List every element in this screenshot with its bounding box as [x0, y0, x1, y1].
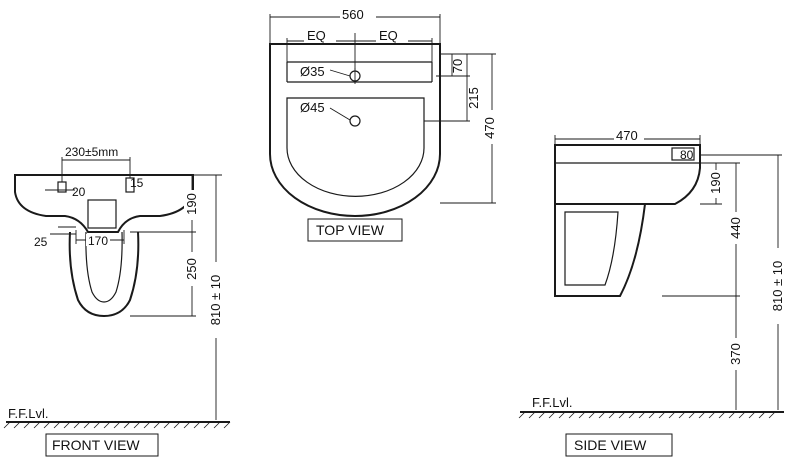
dim-560-label: 560: [342, 7, 364, 22]
side-view: 470 80 190 440 370 810 ± 10: [518, 128, 785, 457]
side-floor-label: F.F.Lvl.: [532, 395, 572, 410]
front-view-trap: [87, 199, 117, 229]
side-view-pedestal: [554, 203, 646, 297]
label-bg: [208, 262, 222, 338]
top-view: Ø35 Ø45 560 EQ EQ 70 215 470 TOP VIEW: [269, 6, 497, 242]
dim-470-label: 470: [482, 117, 497, 139]
dim-15-label: 15: [130, 176, 144, 190]
label-bg: [770, 248, 784, 324]
floor-hatch: [3, 421, 231, 429]
dim-20-label: 20: [72, 185, 86, 199]
hole-large-label: Ø45: [300, 100, 325, 115]
dim-25-label: 25: [34, 235, 48, 249]
label-bg: [184, 190, 198, 220]
leader-line: [329, 69, 351, 77]
front-view: 230±5mm 20 15 25 170 190 250 810 ± 10: [3, 145, 231, 457]
front-floor-label: F.F.Lvl.: [8, 406, 48, 421]
dim-190-label: 190: [184, 193, 199, 215]
side-dim-80-label: 80: [680, 148, 694, 162]
label-bg: [728, 212, 742, 244]
dim-215-label: 215: [466, 87, 481, 109]
side-view-pedestal-inner: [564, 211, 619, 286]
front-view-label-box: [45, 433, 159, 457]
side-dim-370-label: 370: [728, 343, 743, 365]
label-bg: [614, 128, 644, 142]
side-dim-810-label: 810 ± 10: [770, 261, 785, 312]
dim-810-label: 810 ± 10: [208, 275, 223, 326]
dim-250-label: 250: [184, 258, 199, 280]
label-bg: [184, 252, 198, 286]
eq-right-label: EQ: [379, 28, 398, 43]
top-view-label-box: [307, 218, 403, 242]
label-bg: [482, 110, 496, 144]
front-view-pedestal: [68, 231, 140, 318]
side-view-label: SIDE VIEW: [574, 437, 647, 453]
side-depth-label: 470: [616, 128, 638, 143]
label-bg: [376, 28, 408, 42]
label-bg: [340, 6, 376, 20]
side-dim-190-label: 190: [708, 172, 723, 194]
front-view-label: FRONT VIEW: [52, 437, 140, 453]
top-view-bowl: [286, 97, 425, 197]
top-view-basin-outline: [269, 43, 441, 217]
leader-line: [329, 107, 351, 121]
top-view-label: TOP VIEW: [316, 222, 385, 238]
front-view-basin: [14, 174, 194, 233]
side-floor-hatch: [518, 411, 776, 419]
side-view-tap-mark: [671, 147, 695, 161]
dim-170-label: 170: [88, 234, 108, 248]
dim-70-label: 70: [450, 59, 465, 73]
label-bg: [708, 170, 722, 198]
label-bg: [304, 28, 336, 42]
side-view-basin: [554, 144, 701, 205]
eq-left-label: EQ: [307, 28, 326, 43]
tap-spacing-label: 230±5mm: [65, 145, 118, 159]
side-dim-440-label: 440: [728, 217, 743, 239]
tap-left: [57, 181, 67, 193]
label-bg: [86, 234, 110, 246]
label-bg: [728, 338, 742, 370]
hole-small-label: Ø35: [300, 64, 325, 79]
waste-hole: [349, 115, 361, 127]
front-view-pedestal-inner: [85, 231, 123, 303]
side-view-label-box: [565, 433, 673, 457]
